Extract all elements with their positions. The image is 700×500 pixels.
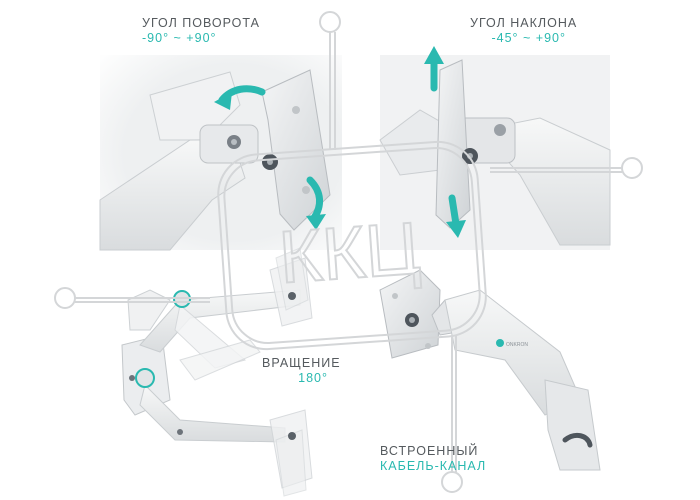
swivel-arrow-icons bbox=[214, 85, 326, 230]
watermark-circle-top bbox=[319, 11, 341, 33]
rotation-label: ВРАЩЕНИЕ 180° bbox=[262, 356, 341, 386]
rotation-value: 180° bbox=[298, 371, 328, 385]
watermark-rounded-square bbox=[217, 140, 487, 351]
tilt-label: УГОЛ НАКЛОНА -45° ~ +90° bbox=[470, 16, 578, 46]
cable-arm-illustration: ONKRON bbox=[379, 269, 601, 471]
tilt-value: -45° ~ +90° bbox=[491, 31, 566, 45]
cable-title: ВСТРОЕННЫЙ bbox=[380, 444, 479, 458]
tilt-arrow-icons bbox=[424, 46, 466, 238]
watermark-circle-bottom bbox=[441, 471, 463, 493]
brand-logo: ONKRON bbox=[506, 342, 528, 348]
tilt-title: УГОЛ НАКЛОНА bbox=[470, 16, 578, 30]
watermark-circle-left bbox=[54, 287, 76, 309]
swivel-label: УГОЛ ПОВОРОТА -90° ~ +90° bbox=[142, 16, 260, 46]
rotation-arm-illustration bbox=[121, 247, 313, 497]
swivel-title: УГОЛ ПОВОРОТА bbox=[142, 16, 260, 30]
swivel-value: -90° ~ +90° bbox=[142, 31, 217, 45]
watermark-circle-right bbox=[621, 157, 643, 179]
cable-value: КАБЕЛЬ-КАНАЛ bbox=[380, 459, 487, 473]
swivel-arm-illustration bbox=[99, 69, 331, 251]
rotation-title: ВРАЩЕНИЕ bbox=[262, 356, 341, 370]
watermark-text: ККЦ bbox=[276, 206, 422, 299]
cable-label: ВСТРОЕННЫЙ КАБЕЛЬ-КАНАЛ bbox=[380, 444, 486, 474]
